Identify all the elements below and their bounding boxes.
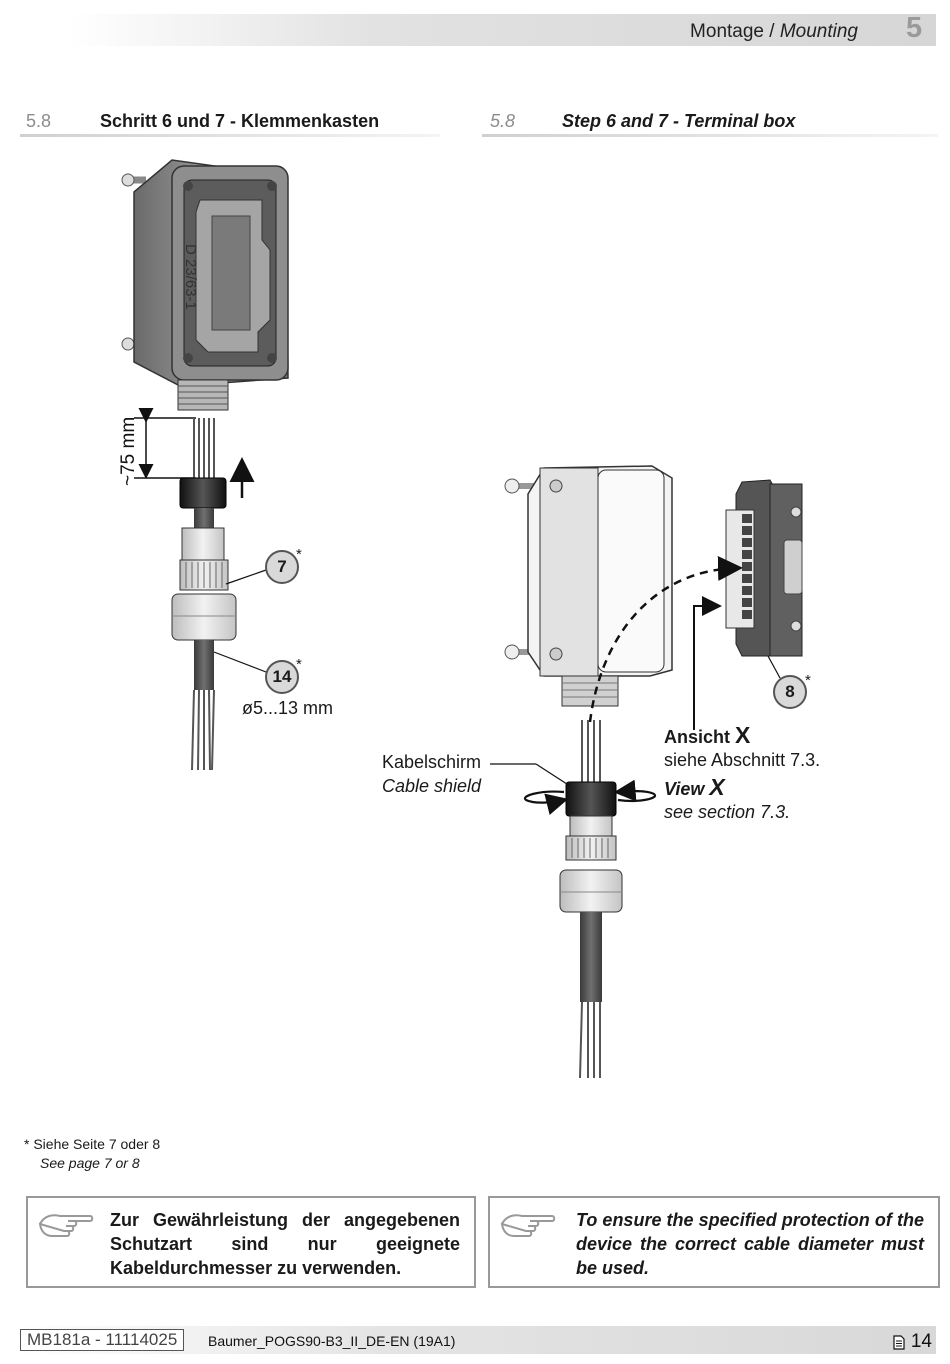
document-code: MB181a - 11114025 [20, 1329, 185, 1351]
view-x-heading-en: View X [664, 774, 725, 800]
left-wires-top [193, 418, 215, 480]
section-rule-de [20, 134, 440, 137]
view-x-heading-de: Ansicht X [664, 722, 751, 748]
callout-8: 8 [773, 675, 807, 709]
footnote-de: * Siehe Seite 7 oder 8 [24, 1136, 161, 1152]
cable-shield-label-de: Kabelschirm [382, 752, 482, 772]
right-cable-assembly [559, 720, 623, 1079]
page-icon [893, 1335, 905, 1350]
section-number-en: 5.8 [490, 111, 516, 131]
right-housing [504, 465, 673, 707]
callout-14: 14 [265, 660, 299, 694]
note-text-de: Zur Gewährleistung der angegebenen Schut… [110, 1210, 460, 1278]
header-title: Montage / Mounting [690, 21, 858, 42]
diameter-label: ø5...13 mm [242, 698, 334, 718]
cable-shield-label-en: Cable shield [382, 776, 482, 796]
section-number-de: 5.8 [26, 111, 52, 131]
page-number: 14 [910, 1331, 932, 1352]
footnote-en: See page 7 or 8 [40, 1155, 140, 1171]
section-title-de: Schritt 6 und 7 - Klemmenkasten [100, 111, 380, 131]
section-title-en: Step 6 and 7 - Terminal box [562, 111, 796, 131]
note-box-de: Zur Gewährleistung der angegebenen Schut… [26, 1196, 476, 1288]
left-seal-insert [181, 527, 225, 561]
terminal-board [725, 479, 803, 657]
chapter-number: 5 [906, 12, 923, 44]
left-cable-gland [171, 593, 237, 641]
document-file: Baumer_POGS90-B3_II_DE-EN (19A1) [208, 1333, 456, 1349]
callout-8-asterisk: * [805, 672, 811, 689]
callout-14-asterisk: * [296, 656, 302, 673]
view-x-ref-de: siehe Abschnitt 7.3. [664, 750, 821, 770]
dashed-insert-arrow [588, 555, 743, 723]
section-rule-en [482, 134, 938, 137]
view-x-ref-en: see section 7.3. [664, 802, 791, 822]
callout-7-asterisk: * [296, 546, 302, 563]
pointing-hand-icon [38, 1214, 94, 1237]
dimension-label: ~75 mm [118, 417, 139, 486]
view-x-arrow [693, 596, 722, 730]
dimension-75mm [134, 408, 196, 479]
left-housing: D 23/63-1 [121, 159, 289, 411]
housing-marking: D 23/63-1 [182, 244, 199, 310]
note-box-en: To ensure the specified protection of th… [488, 1196, 940, 1288]
left-dome-nut [179, 477, 227, 509]
note-text-en: To ensure the specified protection of th… [576, 1210, 924, 1278]
left-cable [194, 640, 214, 690]
callout-7: 7 [265, 550, 299, 584]
pointing-hand-icon [500, 1214, 556, 1237]
header-bar [70, 14, 936, 46]
